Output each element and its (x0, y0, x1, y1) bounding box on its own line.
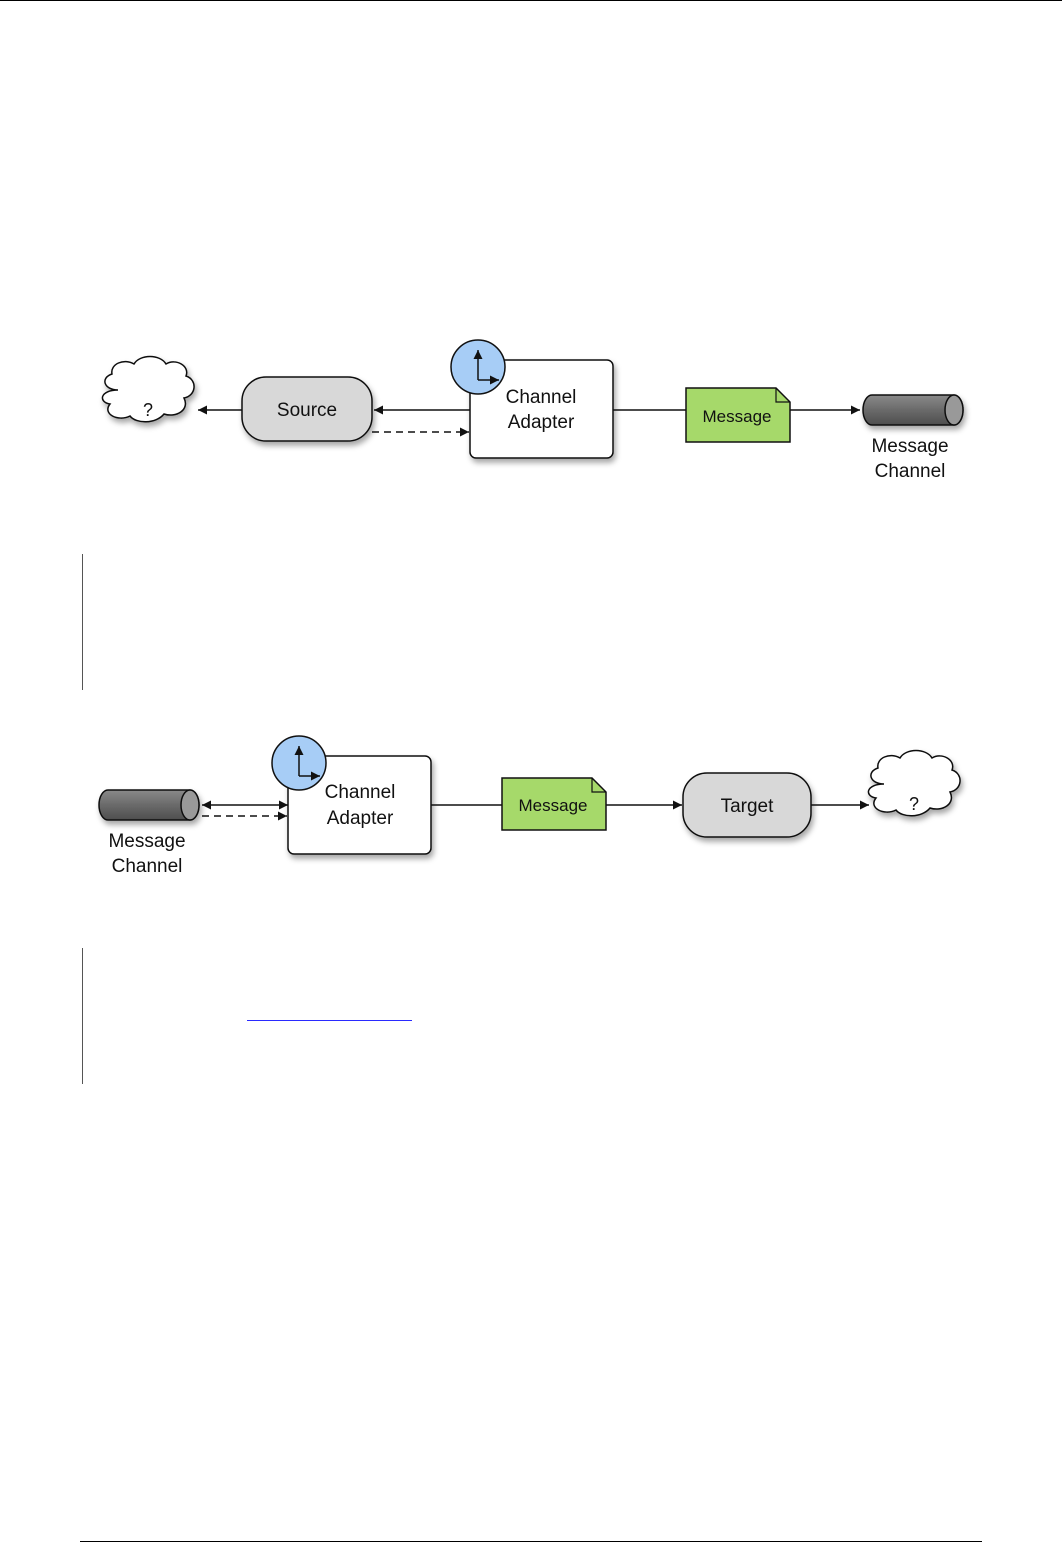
message-channel-icon (98, 789, 200, 821)
hyperlink-underline[interactable] (247, 1020, 412, 1021)
message-channel-icon (862, 394, 964, 426)
message-label: Message (519, 796, 588, 815)
channel-label-line2: Channel (112, 856, 183, 877)
adapter-label-line1: Channel (325, 782, 396, 803)
clock-icon (450, 339, 506, 395)
top-rule (0, 0, 1062, 1)
inbound-adapter-diagram: ? Source Channel Adapter Message Message… (101, 339, 964, 482)
clock-icon (271, 735, 327, 791)
channel-label-line1: Message (871, 436, 948, 457)
message-fold (775, 388, 790, 403)
footer-rule (80, 1541, 982, 1542)
message-label: Message (703, 407, 772, 426)
channel-label-line1: Message (108, 831, 185, 852)
unknown-cloud-icon (867, 749, 961, 817)
adapter-label-line2: Adapter (508, 412, 575, 433)
channel-label-line2: Channel (875, 461, 946, 482)
message-node (685, 387, 791, 443)
adapter-label-line1: Channel (506, 387, 577, 408)
outbound-adapter-diagram: Message Channel Channel Adapter Message … (98, 735, 961, 877)
message-node (501, 777, 607, 831)
unknown-cloud-icon (101, 355, 195, 423)
target-label: Target (721, 796, 775, 817)
source-label: Source (277, 400, 337, 421)
channel-adapter-node (469, 359, 614, 459)
note-margin-bar (82, 554, 83, 690)
message-fold (591, 778, 606, 793)
cloud-label: ? (143, 400, 153, 420)
note-margin-bar (82, 948, 83, 1084)
source-node (241, 376, 373, 442)
cloud-label: ? (909, 794, 919, 814)
adapter-label-line2: Adapter (327, 808, 394, 829)
